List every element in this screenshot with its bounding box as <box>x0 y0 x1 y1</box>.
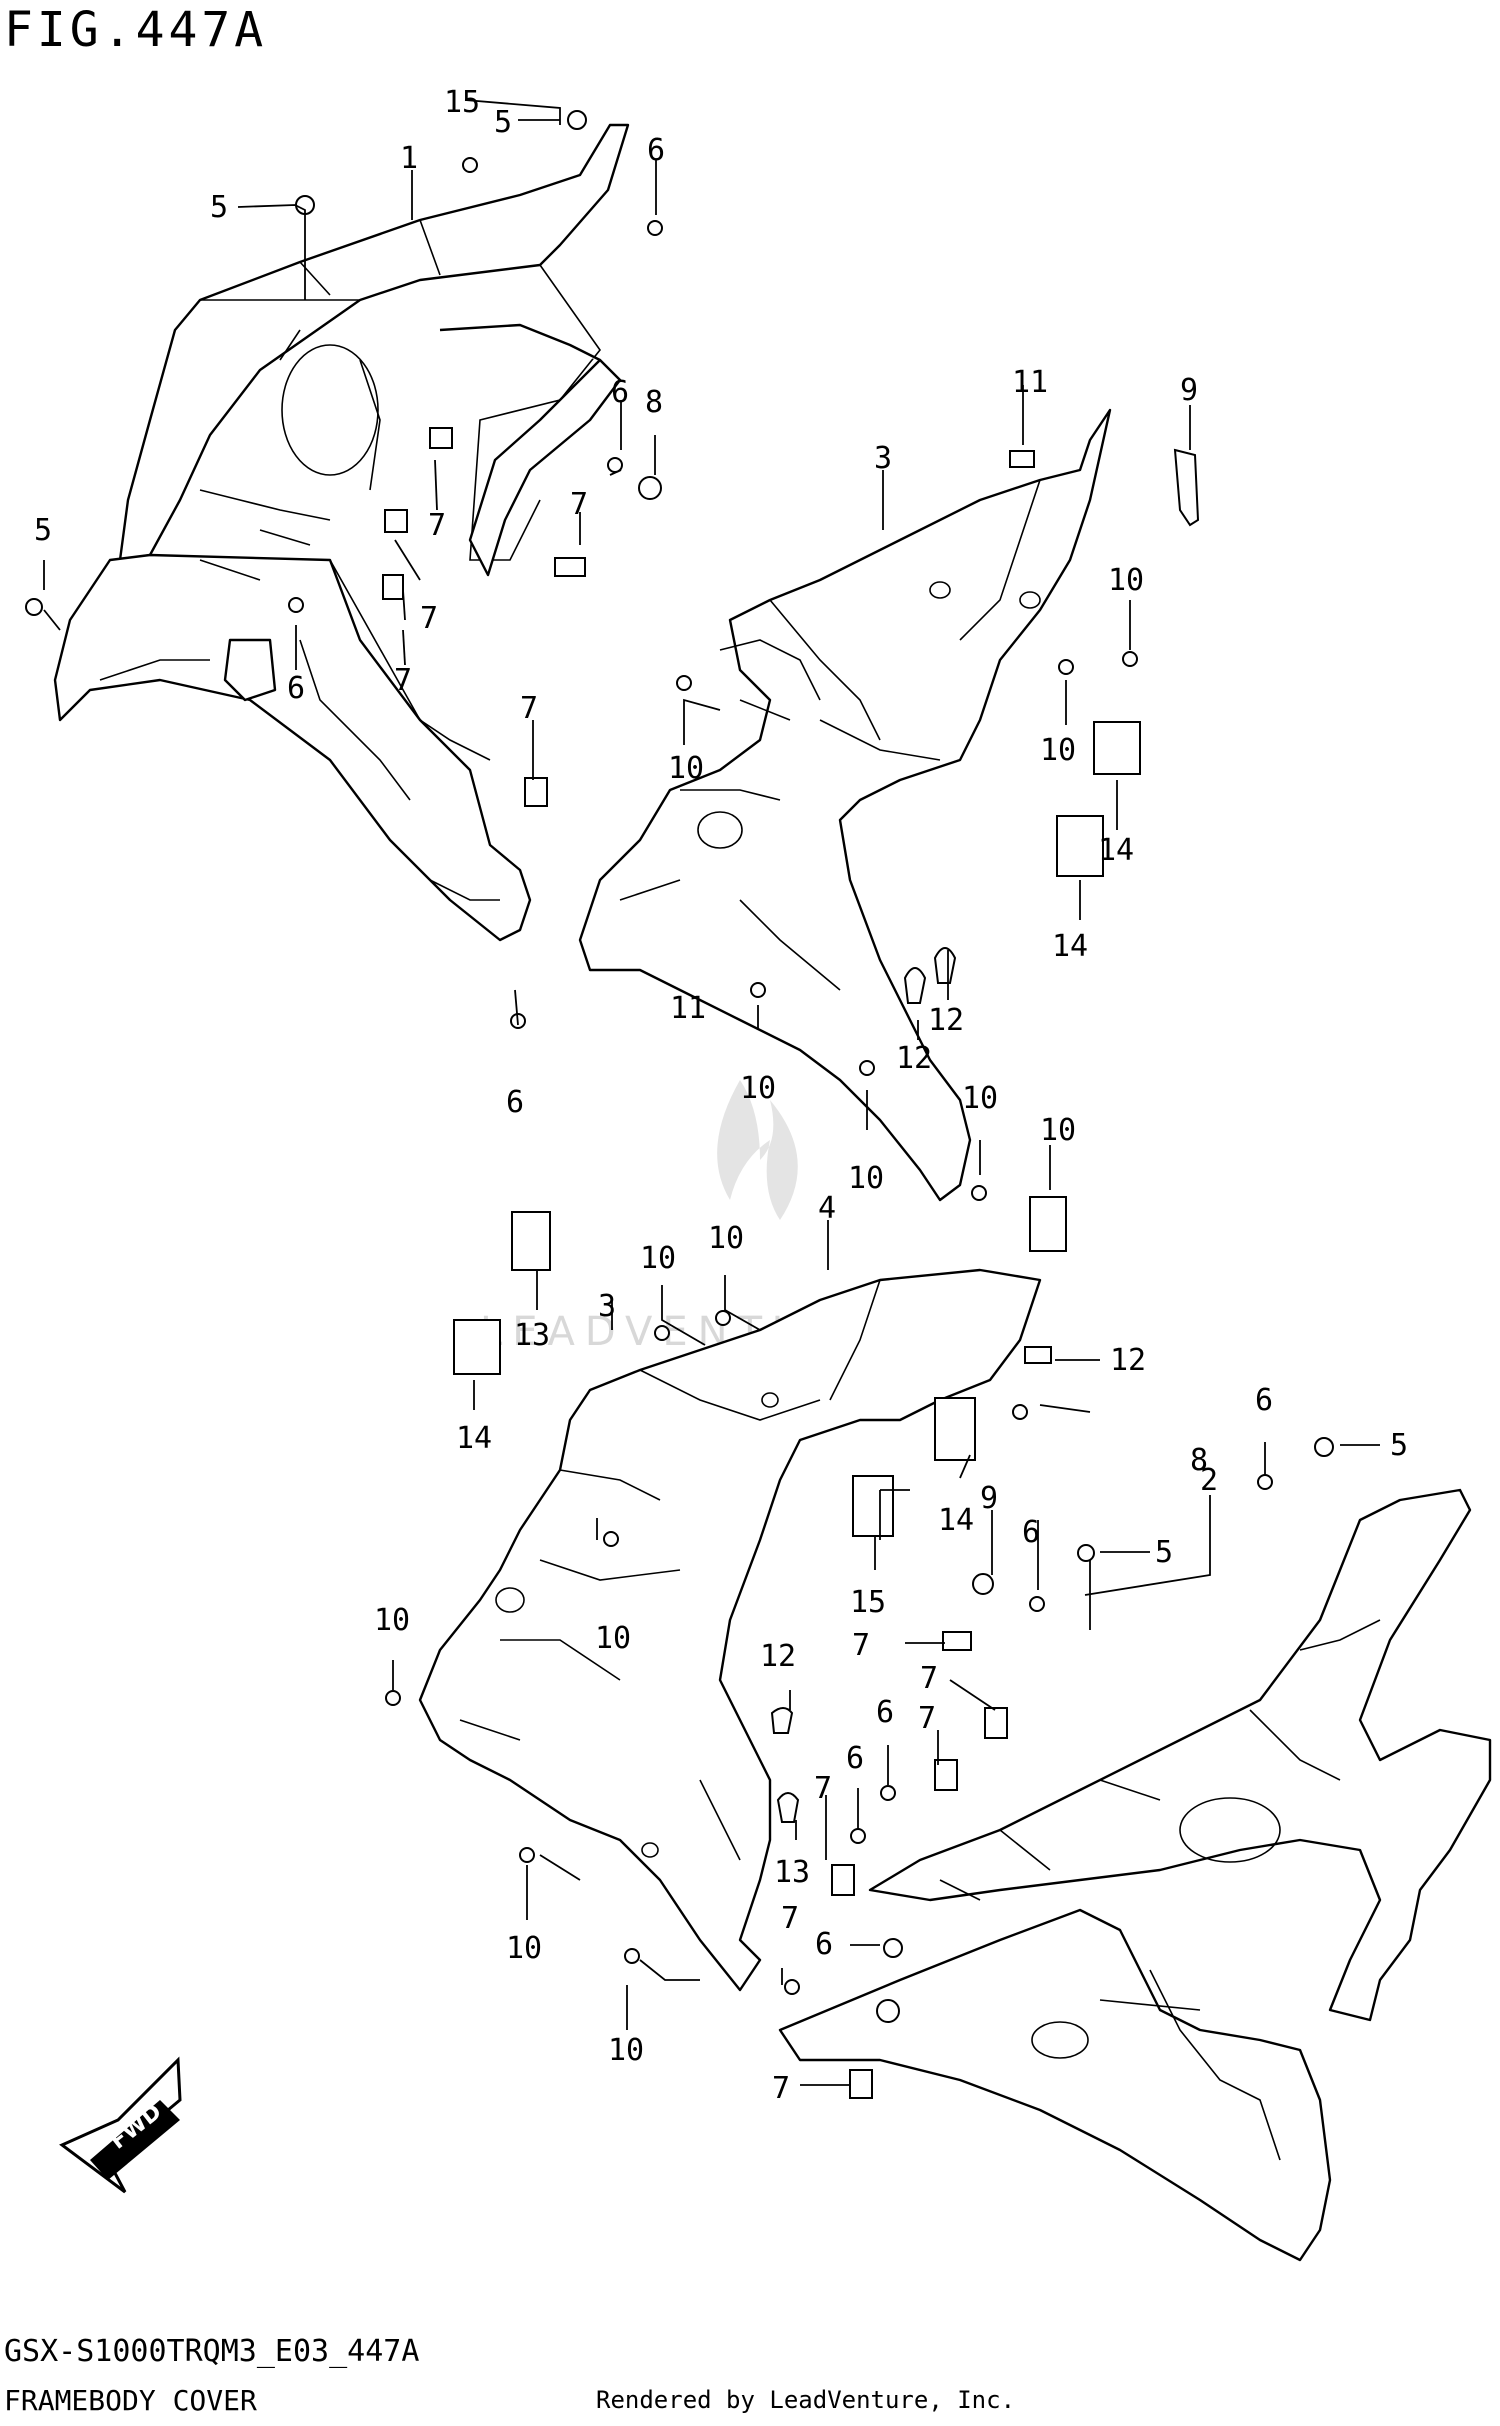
callout-14-b: 14 <box>1052 929 1088 964</box>
callout-8-a: 8 <box>645 385 663 420</box>
callout-9-a: 9 <box>1180 373 1198 408</box>
callout-7-j: 7 <box>772 2071 790 2106</box>
callout-15-a: 15 <box>444 85 480 120</box>
callout-3-lower: 3 <box>598 1289 616 1324</box>
callout-6-a: 6 <box>647 133 665 168</box>
callout-5-f: 6 <box>815 1927 833 1962</box>
fwd-arrow-badge: FWD <box>59 2056 182 2194</box>
part-3-inner-panel-upper <box>578 408 1112 1202</box>
section-name: FRAMEBODY COVER <box>4 2384 257 2417</box>
callout-12-d: 13 <box>774 1855 810 1890</box>
callout-10-i: 10 <box>595 1621 631 1656</box>
callout-8-b: 9 <box>980 1481 998 1516</box>
callout-7-b: 7 <box>428 508 446 543</box>
callout-10-f: 10 <box>962 1081 998 1116</box>
callout-12-b: 12 <box>896 1041 932 1076</box>
callout-7-c: 7 <box>420 601 438 636</box>
callout-10-h: 10 <box>708 1221 744 1256</box>
callout-3-upper: 3 <box>874 441 892 476</box>
callout-10-m: 11 <box>670 991 706 1026</box>
callout-14-d: 15 <box>850 1585 886 1620</box>
model-code: GSX-S1000TRQM3_E03_447A <box>4 2334 420 2369</box>
callout-13-a: 13 <box>514 1318 550 1353</box>
callout-6-c: 6 <box>287 671 305 706</box>
callout-4: 4 <box>818 1191 836 1226</box>
callout-10-j: 10 <box>374 1603 410 1638</box>
callout-6-i: 7 <box>781 1901 799 1936</box>
callout-1: 1 <box>400 141 418 176</box>
callout-5-c: 5 <box>34 513 52 548</box>
callout-13-b: 14 <box>456 1421 492 1456</box>
callout-14-c: 14 <box>938 1503 974 1538</box>
callout-10-k: 10 <box>506 1931 542 1966</box>
part-1-upper-cowl <box>53 123 630 942</box>
figure-title: FIG.447A <box>4 2 268 58</box>
callout-6-f: 6 <box>1022 1515 1040 1550</box>
callout-5-a: 5 <box>494 105 512 140</box>
callout-7-g: 7 <box>920 1661 938 1696</box>
callout-6-e: 6 <box>1255 1383 1273 1418</box>
callout-14-a: 14 <box>1098 833 1134 868</box>
leader-lines <box>43 99 1380 2086</box>
callout-7-i: 7 <box>814 1771 832 1806</box>
callout-10-a: 10 <box>1108 563 1144 598</box>
watermark-logo <box>717 1080 798 1220</box>
part-3-4-inner-panel-lower <box>418 1268 1042 1992</box>
callout-7-k: 8 <box>1190 1443 1208 1478</box>
callout-6-b: 6 <box>611 375 629 410</box>
callout-6-d: 6 <box>506 1085 524 1120</box>
callout-labels: 1 2 3 3 4 5 5 5 5 5 6 6 6 6 6 6 6 6 6 7 … <box>34 85 1408 2106</box>
callout-7-h: 7 <box>918 1701 936 1736</box>
callout-10-c: 10 <box>668 751 704 786</box>
callout-6-g: 6 <box>876 1695 894 1730</box>
callout-9-b: 10 <box>1040 1113 1076 1148</box>
part-2-lower-cowl <box>778 1488 1492 2262</box>
callout-5-b: 5 <box>210 190 228 225</box>
callout-10-e: 10 <box>848 1161 884 1196</box>
callout-5-e: 5 <box>1155 1535 1173 1570</box>
callout-2: 2 <box>1200 1463 1218 1498</box>
callout-10-b: 10 <box>1040 733 1076 768</box>
callout-7-e: 7 <box>520 691 538 726</box>
callout-7-a: 7 <box>570 487 588 522</box>
callout-10-d: 10 <box>740 1071 776 1106</box>
callout-10-g: 10 <box>640 1241 676 1276</box>
callout-12-c: 12 <box>760 1639 796 1674</box>
callout-6-h: 6 <box>846 1741 864 1776</box>
callout-11-b: 12 <box>1110 1343 1146 1378</box>
callout-10-l: 10 <box>608 2033 644 2068</box>
callout-11-a: 11 <box>1012 365 1048 400</box>
render-credit: Rendered by LeadVenture, Inc. <box>596 2386 1016 2414</box>
callout-7-f: 7 <box>852 1628 870 1663</box>
callout-12-a: 12 <box>928 1003 964 1038</box>
hardware <box>25 110 1334 2099</box>
callout-5-d: 5 <box>1390 1428 1408 1463</box>
callout-7-d: 7 <box>394 663 412 698</box>
